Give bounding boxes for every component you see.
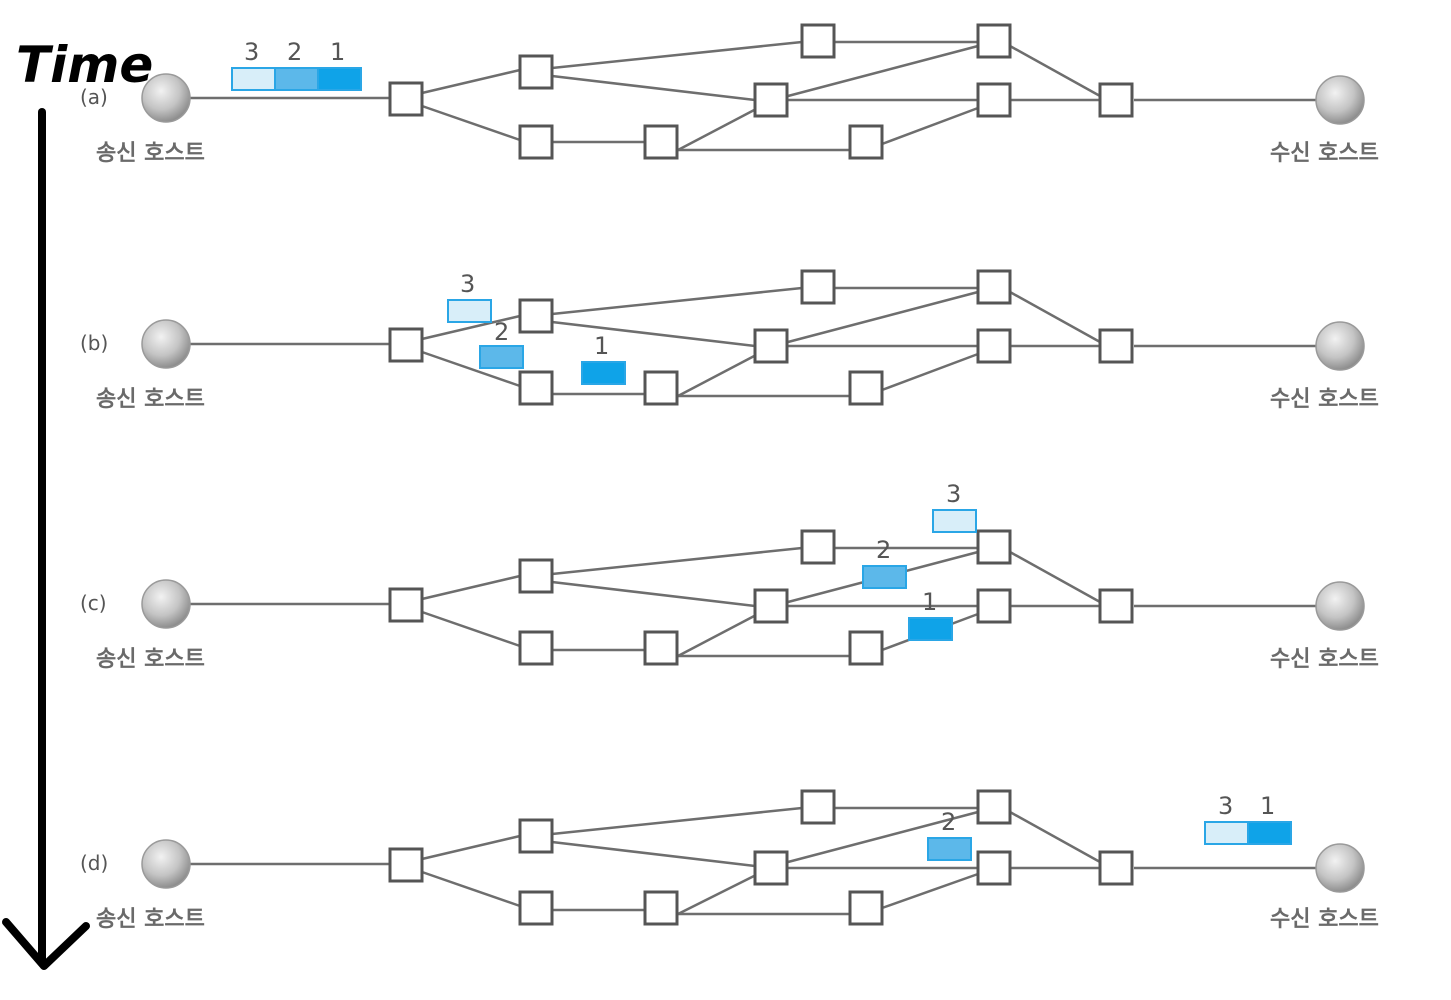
links bbox=[190, 40, 1318, 152]
packet-3 bbox=[1204, 821, 1249, 845]
panel-label: (c) bbox=[80, 591, 107, 615]
router-node bbox=[643, 890, 679, 926]
router-node bbox=[976, 23, 1012, 59]
panel-b: (b) 송신 호스트 수신 호스트 3 2 1 bbox=[80, 269, 1379, 412]
sender-host-icon bbox=[141, 73, 191, 123]
receiver-host-label: 수신 호스트 bbox=[1270, 387, 1379, 412]
router-node bbox=[518, 298, 554, 334]
receiver-host-icon bbox=[1315, 581, 1365, 631]
router-node bbox=[976, 328, 1012, 364]
router-node bbox=[753, 850, 789, 886]
router-node bbox=[753, 82, 789, 118]
sender-host-label: 송신 호스트 bbox=[96, 387, 205, 412]
router-node bbox=[518, 890, 554, 926]
router-nodes bbox=[388, 529, 1134, 666]
router-node bbox=[1098, 328, 1134, 364]
sender-host-icon bbox=[141, 839, 191, 889]
router-node bbox=[388, 587, 424, 623]
router-node bbox=[753, 588, 789, 624]
packet-1 bbox=[1247, 821, 1292, 845]
packet-number: 2 bbox=[941, 808, 956, 836]
router-node bbox=[1098, 850, 1134, 886]
packet-number: 3 bbox=[1218, 792, 1233, 820]
panel-label: (d) bbox=[80, 851, 108, 875]
router-node bbox=[800, 529, 836, 565]
router-node bbox=[976, 529, 1012, 565]
panel-d: (d) 송신 호스트 수신 호스트 2 3 1 bbox=[80, 789, 1379, 932]
router-nodes bbox=[388, 269, 1134, 406]
router-node bbox=[848, 124, 884, 160]
sender-host-label: 송신 호스트 bbox=[96, 907, 205, 932]
sender-host-icon bbox=[141, 579, 191, 629]
router-node bbox=[518, 54, 554, 90]
router-node bbox=[518, 124, 554, 160]
router-node bbox=[976, 850, 1012, 886]
packet-3 bbox=[231, 67, 276, 91]
receiver-host-icon bbox=[1315, 321, 1365, 371]
router-node bbox=[643, 124, 679, 160]
packet-number: 2 bbox=[494, 318, 509, 346]
router-node bbox=[976, 82, 1012, 118]
packet-number: 1 bbox=[330, 38, 345, 66]
links bbox=[190, 546, 1318, 658]
router-node bbox=[1098, 82, 1134, 118]
time-axis-arrowhead bbox=[2, 918, 90, 970]
router-node bbox=[388, 847, 424, 883]
router-node bbox=[976, 789, 1012, 825]
router-nodes bbox=[388, 789, 1134, 926]
router-node bbox=[800, 269, 836, 305]
router-node bbox=[518, 630, 554, 666]
router-node bbox=[753, 328, 789, 364]
packet-2 bbox=[274, 67, 319, 91]
router-node bbox=[800, 789, 836, 825]
router-node bbox=[848, 890, 884, 926]
packet-3 bbox=[447, 299, 492, 323]
router-node bbox=[388, 327, 424, 363]
packet-number: 3 bbox=[946, 480, 961, 508]
router-node bbox=[848, 630, 884, 666]
router-node bbox=[388, 81, 424, 117]
packet-1 bbox=[317, 67, 362, 91]
links bbox=[190, 286, 1318, 398]
packet-1 bbox=[908, 617, 953, 641]
packet-number: 3 bbox=[460, 270, 475, 298]
time-label: Time bbox=[16, 36, 153, 94]
router-node bbox=[518, 558, 554, 594]
panel-label: (a) bbox=[80, 85, 108, 109]
packet-2 bbox=[479, 345, 524, 369]
sender-host-label: 송신 호스트 bbox=[96, 141, 205, 166]
receiver-host-label: 수신 호스트 bbox=[1270, 141, 1379, 166]
receiver-host-icon bbox=[1315, 843, 1365, 893]
router-node bbox=[976, 588, 1012, 624]
router-node bbox=[976, 269, 1012, 305]
packet-2 bbox=[927, 837, 972, 861]
panel-a: (a) 송신 호스트 수신 호스트 3 2 1 bbox=[80, 23, 1379, 166]
sender-host-icon bbox=[141, 319, 191, 369]
packet-1 bbox=[581, 361, 626, 385]
packet-number: 1 bbox=[594, 332, 609, 360]
packet-number: 2 bbox=[876, 536, 891, 564]
packet-2 bbox=[862, 565, 907, 589]
packet-number: 2 bbox=[287, 38, 302, 66]
router-node bbox=[518, 818, 554, 854]
packet-3 bbox=[932, 509, 977, 533]
sender-host-label: 송신 호스트 bbox=[96, 647, 205, 672]
router-node bbox=[643, 370, 679, 406]
receiver-host-label: 수신 호스트 bbox=[1270, 647, 1379, 672]
router-node bbox=[518, 370, 554, 406]
panel-c: (c) 송신 호스트 수신 호스트 3 2 1 bbox=[80, 480, 1379, 672]
links bbox=[190, 806, 1318, 916]
panel-label: (b) bbox=[80, 331, 108, 355]
receiver-host-label: 수신 호스트 bbox=[1270, 907, 1379, 932]
router-node bbox=[643, 630, 679, 666]
packet-number: 1 bbox=[922, 588, 937, 616]
router-node bbox=[1098, 588, 1134, 624]
receiver-host-icon bbox=[1315, 75, 1365, 125]
router-nodes bbox=[388, 23, 1134, 160]
packet-number: 3 bbox=[244, 38, 259, 66]
router-node bbox=[848, 370, 884, 406]
router-node bbox=[800, 23, 836, 59]
packet-number: 1 bbox=[1260, 792, 1275, 820]
